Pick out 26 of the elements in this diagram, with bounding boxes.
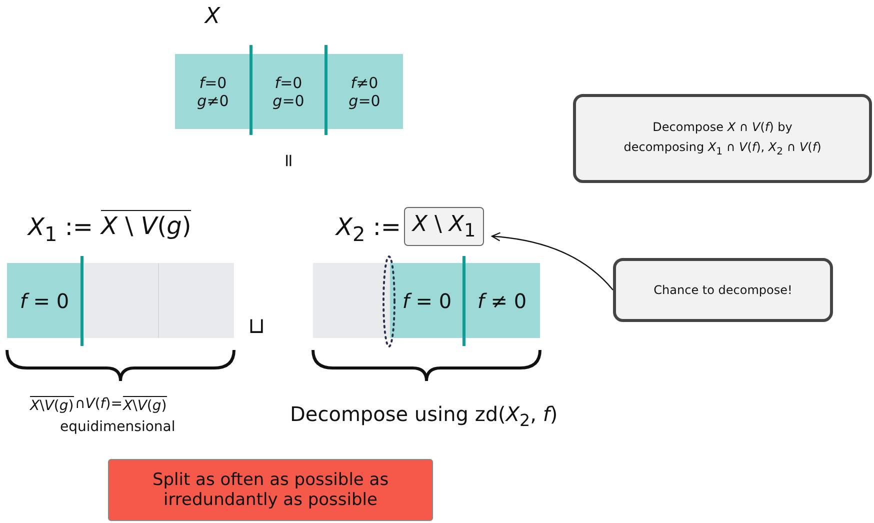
region-cell: f = 0: [7, 263, 82, 338]
dotted-outline: [382, 255, 396, 348]
formula-part: X\V(g): [123, 396, 167, 414]
note-card: Chance to decompose!: [613, 258, 833, 322]
region-cell: f≠0 g=0: [326, 54, 403, 129]
set-label: X: [205, 4, 220, 29]
caption-text: equidimensional: [60, 419, 176, 435]
formula-part: ∩V(f)=: [75, 396, 122, 412]
region-cell: f=0 g=0: [251, 54, 326, 129]
formula-part: X\V(g): [30, 396, 74, 414]
arrow: [491, 232, 614, 290]
caption-text: Decompose using zd(X$_{2}$, f): [290, 402, 558, 430]
set-box: X \ X$_{1}$: [404, 207, 484, 246]
region-cell: f=0 g≠0: [175, 54, 251, 129]
disjoint-union-sign: ⊔: [248, 314, 266, 339]
region-cell: f = 0: [390, 263, 464, 338]
equals-sign: =: [278, 152, 300, 168]
region-cell: [158, 263, 234, 338]
region-cell: [82, 263, 158, 338]
region-cell: f ≠ 0: [464, 263, 540, 338]
set-label: X$_{2}$ :=: [336, 213, 402, 246]
set-label: X$_{1}$ :=: [28, 213, 94, 246]
highlight-box: Split as often as possible as irredundantly as possible: [108, 459, 433, 521]
set-formula: X \ V(g): [101, 210, 192, 240]
region-cell: [313, 263, 390, 338]
note-card: Decompose X ∩ V(f) by decomposing X$_{1}$ ∩ V(f), X$_{2}$ ∩ V(f): [573, 94, 872, 183]
